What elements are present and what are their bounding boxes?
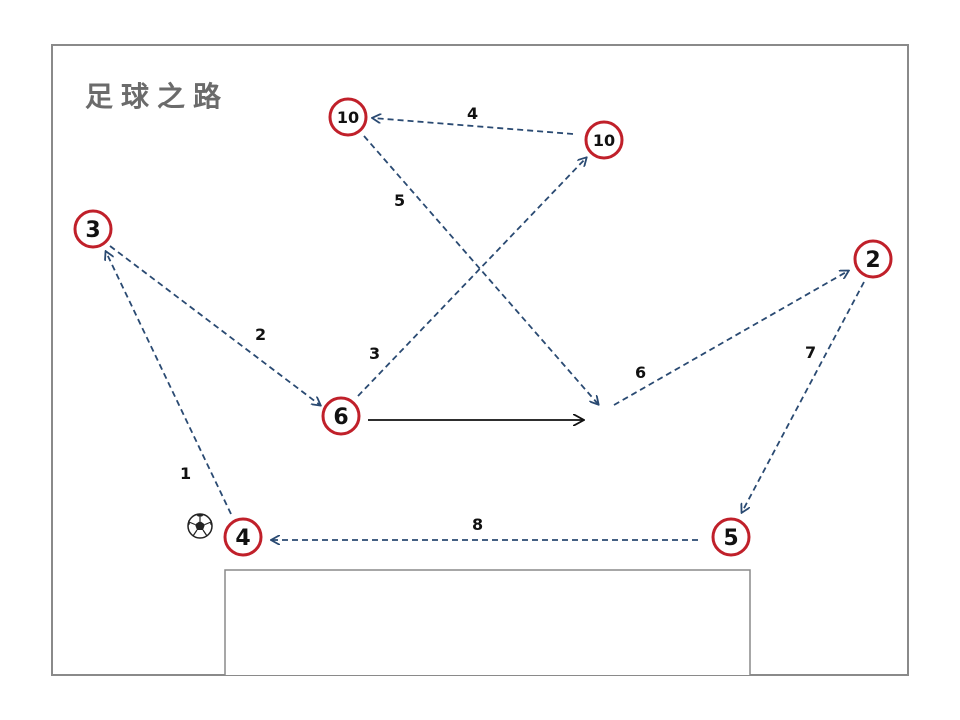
pass-label-2: 2: [255, 325, 266, 344]
soccer-ball-icon: [187, 513, 213, 539]
svg-text:4: 4: [235, 526, 250, 551]
svg-text:10: 10: [593, 131, 615, 150]
svg-text:10: 10: [337, 108, 359, 127]
svg-text:2: 2: [865, 248, 880, 273]
player-3: 3: [73, 209, 113, 249]
pass-labels: 1 2 3 4 5 6 7 8: [180, 104, 816, 534]
pass-line-2: [109, 245, 320, 405]
pass-line-4: [373, 118, 574, 135]
penalty-box: [224, 569, 751, 675]
player-5: 5: [711, 517, 751, 557]
pass-label-7: 7: [805, 343, 816, 362]
player-2: 2: [853, 239, 893, 279]
diagram-title: 足球之路: [85, 80, 229, 113]
pass-label-5: 5: [394, 191, 405, 210]
pass-label-4: 4: [467, 104, 478, 123]
svg-text:3: 3: [85, 218, 100, 243]
pass-line-1: [106, 252, 232, 515]
pass-label-6: 6: [635, 363, 646, 382]
passes-layer: [106, 118, 865, 540]
pass-line-7: [742, 281, 865, 512]
pass-line-3: [357, 158, 586, 397]
pass-line-6: [613, 271, 848, 406]
svg-text:6: 6: [333, 405, 348, 430]
player-10-right: 10: [584, 120, 624, 160]
pass-label-1: 1: [180, 464, 191, 483]
player-10-left: 10: [328, 97, 368, 137]
player-4: 4: [223, 517, 263, 557]
svg-text:5: 5: [723, 526, 738, 551]
pass-label-8: 8: [472, 515, 483, 534]
player-6: 6: [321, 396, 361, 436]
pass-label-3: 3: [369, 344, 380, 363]
